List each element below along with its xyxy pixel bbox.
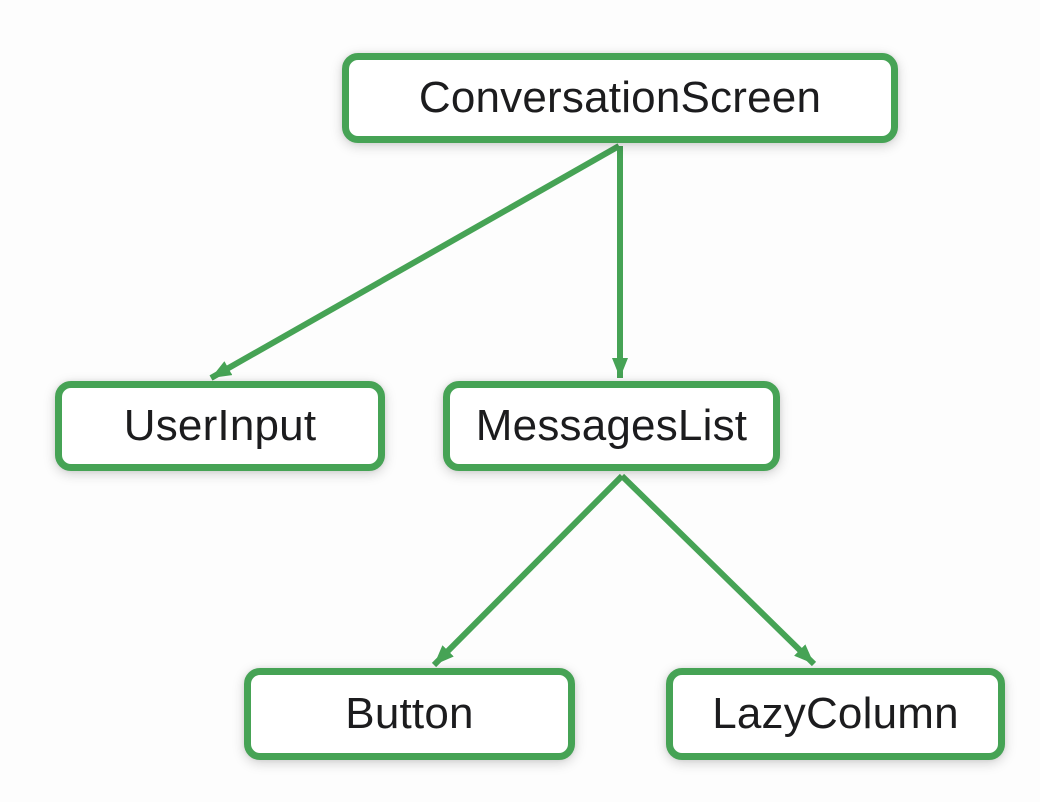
node-label: UserInput	[123, 401, 317, 450]
edge-messageslist-lazycolumn	[619, 473, 817, 667]
node-label: MessagesList	[475, 401, 748, 450]
node-label: ConversationScreen	[418, 73, 822, 122]
node-button: Button	[244, 668, 575, 760]
edge-messageslist-button	[431, 473, 625, 668]
node-label: LazyColumn	[712, 689, 959, 738]
node-messages-list: MessagesList	[443, 381, 780, 471]
node-lazy-column: LazyColumn	[666, 668, 1005, 760]
edge-conversationscreen-userinput	[209, 143, 621, 381]
node-user-input: UserInput	[55, 381, 385, 471]
node-conversation-screen: ConversationScreen	[342, 53, 898, 143]
node-label: Button	[345, 689, 474, 738]
